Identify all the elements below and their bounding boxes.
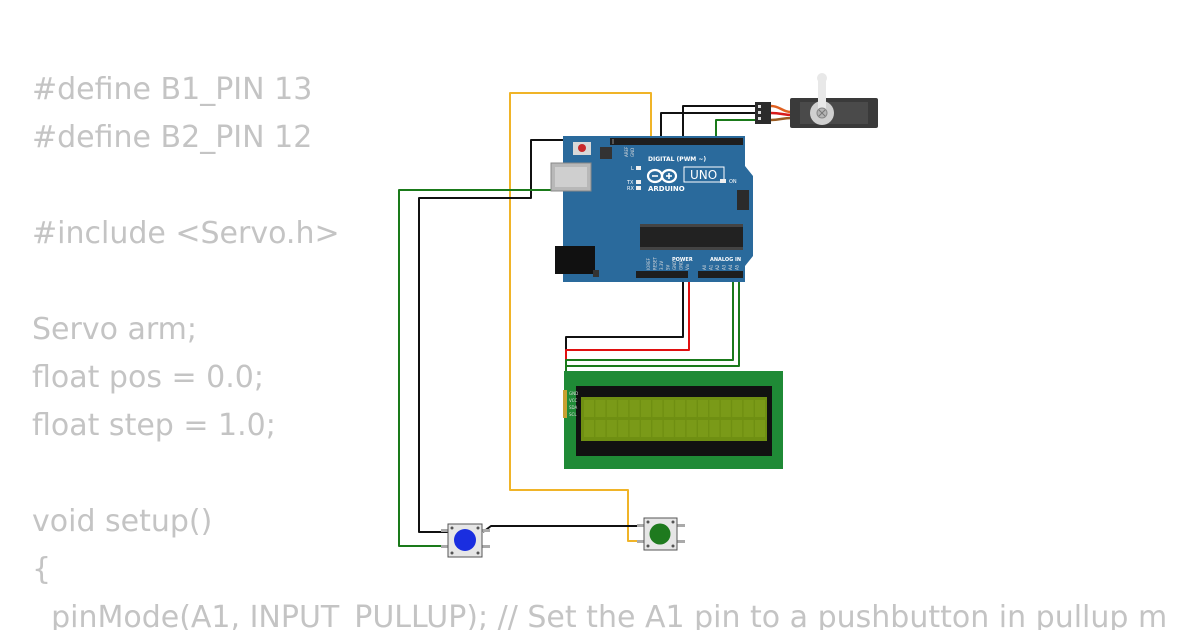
led-l-label: L <box>631 166 634 172</box>
lcd-cell <box>675 400 686 417</box>
pin-label: A2 <box>715 264 720 270</box>
lcd-cell <box>675 420 686 437</box>
lcd-cell <box>584 400 594 417</box>
code-line: pinMode(A1, INPUT_PULLUP); // Set the A1… <box>32 600 1168 630</box>
code-line: #include <Servo.h> <box>32 216 340 251</box>
code-line: float step = 1.0; <box>32 408 276 443</box>
lcd-cell <box>732 420 743 437</box>
wire-black-servo-vcc-loop <box>660 112 756 145</box>
wire-black-button-to-button <box>482 525 645 533</box>
lcd-cell <box>584 420 594 437</box>
lcd-cell <box>698 420 708 437</box>
lcd-cell <box>755 420 765 437</box>
arduino-logo-icon <box>646 168 678 184</box>
lcd-cell <box>652 400 663 417</box>
servo-motor[interactable] <box>755 73 878 128</box>
pin-label: A3 <box>722 264 727 270</box>
lcd-cell <box>698 400 708 417</box>
tx-label: TX <box>626 180 634 186</box>
lcd-cell <box>755 400 765 417</box>
pin-label: GND <box>679 261 684 270</box>
lcd-cell <box>720 400 731 417</box>
lcd-cell <box>709 400 720 417</box>
lcd-pin-label: SCL <box>569 412 577 417</box>
code-line: float pos = 0.0; <box>32 360 264 395</box>
lcd-cell <box>663 400 674 417</box>
pin-label: GND <box>672 261 677 270</box>
lcd-cell <box>618 420 629 437</box>
rx-label: RX <box>627 186 634 192</box>
pin-label: RESET <box>653 257 658 270</box>
digital-pins-label: DIGITAL (PWM ~) <box>648 156 706 163</box>
pin-label: Vin <box>685 263 690 270</box>
power-label: POWER <box>672 257 693 263</box>
lcd-cell <box>652 420 663 437</box>
brand-label: ARDUINO <box>648 185 685 193</box>
code-line: void setup() <box>32 504 213 539</box>
pin-label: 5V <box>666 264 671 270</box>
pushbutton-blue[interactable] <box>441 523 490 558</box>
lcd-character-grid <box>584 400 765 437</box>
lcd-pin-labels: GND VCC SDA SCL <box>569 391 578 417</box>
lcd-pin-label: SDA <box>569 405 578 410</box>
lcd-cell <box>743 420 754 437</box>
pin-label: 3.3V <box>659 261 664 270</box>
lcd-display[interactable]: GND VCC SDA SCL <box>563 371 783 469</box>
lcd-cell <box>595 400 606 417</box>
lcd-cell <box>720 420 731 437</box>
code-line: Servo arm; <box>32 312 197 347</box>
code-line: { <box>32 552 52 587</box>
lcd-cell <box>641 400 651 417</box>
wire-yellow-pin13-to-green-button <box>509 92 652 542</box>
lcd-cell <box>732 400 743 417</box>
arduino-uno-board[interactable]: DIGITAL (PWM ~) AREF GND L TX RX ARDUINO… <box>550 136 753 282</box>
lcd-cell <box>629 420 640 437</box>
pin-label: A1 <box>709 264 714 270</box>
pin-label: IOREF <box>646 257 651 270</box>
lcd-pin-label: GND <box>569 391 578 396</box>
lcd-cell <box>606 400 617 417</box>
model-label: UNO <box>690 168 717 182</box>
pushbutton-green[interactable] <box>637 517 685 551</box>
analog-in-label: ANALOG IN <box>710 257 741 263</box>
gnd-label-top: GND <box>630 148 635 157</box>
code-line: #define B1_PIN 13 <box>32 72 313 107</box>
pin-label: A5 <box>735 264 740 270</box>
lcd-cell <box>686 400 697 417</box>
pin-label: A0 <box>702 264 707 270</box>
aref-label: AREF <box>624 146 629 157</box>
lcd-cell <box>743 400 754 417</box>
lcd-cell <box>606 420 617 437</box>
code-line: #define B2_PIN 12 <box>32 120 313 155</box>
lcd-cell <box>663 420 674 437</box>
lcd-cell <box>686 420 697 437</box>
code-editor-background: #define B1_PIN 13 #define B2_PIN 12 #inclu… <box>32 72 1168 630</box>
lcd-cell <box>709 420 720 437</box>
on-label: ON <box>729 179 737 185</box>
lcd-pin-label: VCC <box>569 398 578 403</box>
wire-green-servo-signal <box>715 119 756 143</box>
lcd-cell <box>595 420 606 437</box>
pin-label: A4 <box>728 264 733 270</box>
lcd-cell <box>629 400 640 417</box>
lcd-cell <box>618 400 629 417</box>
lcd-cell <box>641 420 651 437</box>
